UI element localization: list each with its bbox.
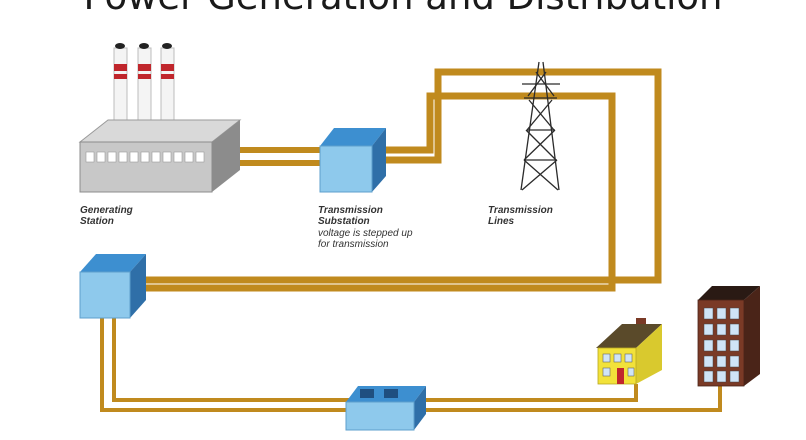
label-transmission-lines-line1: Transmission (488, 205, 553, 216)
wire-to-house (420, 384, 638, 402)
wires (100, 68, 722, 412)
plant-roof (78, 119, 242, 143)
label-substation-note: voltage is stepped up for transmission (318, 228, 413, 250)
distribution-substation-box (79, 254, 146, 319)
wire-distribution-a (100, 318, 352, 412)
label-substation-note-line1: voltage is stepped up (318, 228, 413, 239)
apartment-building (697, 286, 760, 387)
wire-transmission-outer (128, 68, 662, 284)
transformer-box (345, 386, 426, 431)
generating-station (78, 43, 242, 193)
plant-front (79, 141, 213, 193)
wire-plant-to-substation (228, 147, 322, 166)
label-generating-station: Generating Station (80, 205, 133, 227)
label-transmission-substation-line1: Transmission (318, 205, 383, 216)
label-generating-station-line1: Generating (80, 205, 133, 216)
house (596, 318, 662, 385)
transmission-substation-box (319, 128, 386, 193)
label-transmission-lines-line2: Lines (488, 216, 515, 227)
label-transmission-lines: Transmission Lines (488, 205, 553, 227)
wire-transmission-inner (128, 92, 616, 292)
label-substation-note-line2: for transmission (318, 239, 389, 250)
wire-distribution-b (112, 318, 352, 402)
page-title: Power Generation and Distribution (0, 0, 806, 15)
label-transmission-substation-line2: Substation (318, 216, 370, 227)
plant-windows (85, 151, 205, 163)
label-generating-station-line2: Station (80, 216, 114, 227)
transmission-tower (520, 61, 560, 191)
wire-to-building (420, 384, 722, 412)
plant-side (212, 120, 240, 192)
label-transmission-substation: Transmission Substation (318, 205, 383, 227)
